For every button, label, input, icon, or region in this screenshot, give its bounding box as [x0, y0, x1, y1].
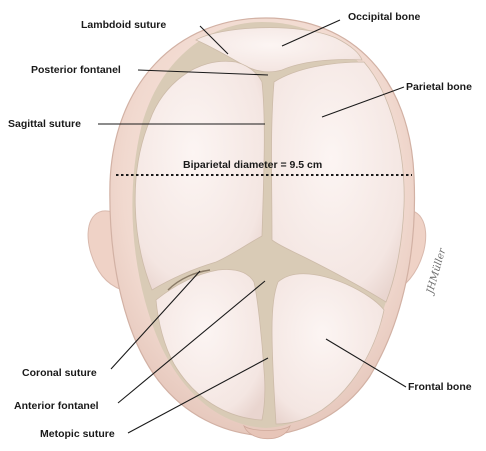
biparietal-diameter-label: Biparietal diameter = 9.5 cm	[183, 159, 322, 171]
metopic-suture-label: Metopic suture	[40, 428, 115, 440]
occipital-bone-label: Occipital bone	[348, 11, 420, 23]
frontal-bone-label: Frontal bone	[408, 381, 472, 393]
sagittal-suture-label: Sagittal suture	[8, 118, 81, 130]
parietal-bone-label: Parietal bone	[406, 81, 472, 93]
posterior-fontanel-label: Posterior fontanel	[31, 64, 121, 76]
right-frontal-bone-shape	[272, 274, 384, 424]
anterior-fontanel-label: Anterior fontanel	[14, 400, 99, 412]
lambdoid-suture-label: Lambdoid suture	[81, 19, 166, 31]
coronal-suture-label: Coronal suture	[22, 367, 97, 379]
left-frontal-bone-shape	[156, 270, 265, 421]
